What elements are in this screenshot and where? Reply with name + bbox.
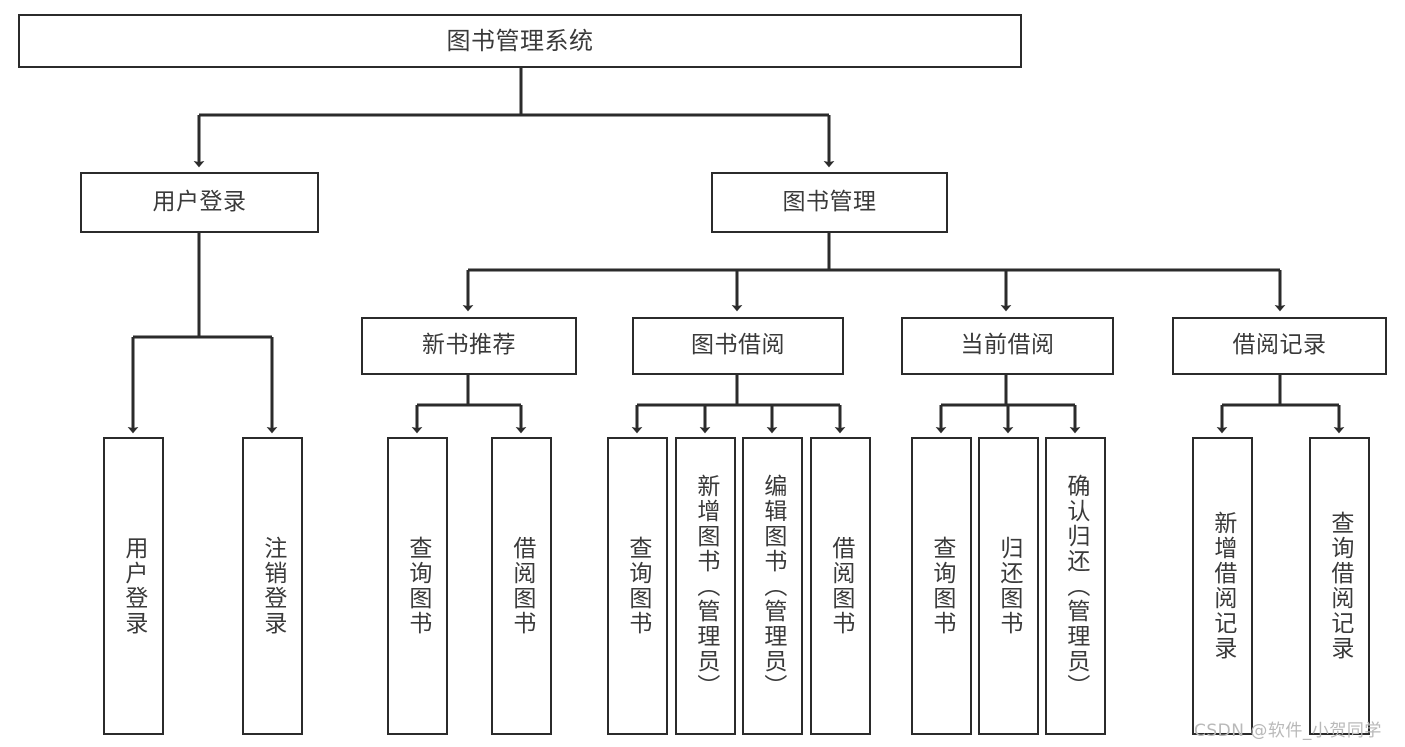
node-user-login[interactable]: 用户登录 — [80, 172, 319, 233]
node-leaf-borrow-book-2[interactable]: 借阅图书 — [810, 437, 871, 735]
node-leaf-add-record-label: 新增借阅记录 — [1209, 511, 1236, 661]
node-leaf-edit-book-label: 编辑图书（管理员） — [759, 473, 786, 699]
node-leaf-return-book[interactable]: 归还图书 — [978, 437, 1039, 735]
node-leaf-logout-login[interactable]: 注销登录 — [242, 437, 303, 735]
node-user-login-label: 用户登录 — [152, 188, 247, 215]
node-leaf-user-login-label: 用户登录 — [120, 536, 147, 636]
node-borrow-record-label: 借阅记录 — [1232, 332, 1327, 359]
node-root-label: 图书管理系统 — [446, 26, 594, 55]
node-leaf-query-book-2-label: 查询图书 — [624, 536, 651, 636]
node-leaf-borrow-book-2-label: 借阅图书 — [827, 536, 854, 636]
node-book-borrow-label: 图书借阅 — [691, 332, 785, 359]
node-leaf-query-book-2[interactable]: 查询图书 — [607, 437, 668, 735]
node-leaf-add-book[interactable]: 新增图书（管理员） — [675, 437, 736, 735]
node-current-borrow-label: 当前借阅 — [960, 332, 1055, 359]
node-book-borrow[interactable]: 图书借阅 — [632, 317, 844, 375]
node-leaf-edit-book[interactable]: 编辑图书（管理员） — [742, 437, 803, 735]
node-leaf-user-login[interactable]: 用户登录 — [103, 437, 164, 735]
node-root[interactable]: 图书管理系统 — [18, 14, 1022, 68]
node-leaf-logout-login-label: 注销登录 — [259, 536, 286, 636]
node-leaf-add-book-label: 新增图书（管理员） — [692, 473, 719, 699]
node-leaf-query-record[interactable]: 查询借阅记录 — [1309, 437, 1370, 735]
csdn-watermark: CSDN @软件_小贺同学 — [1194, 721, 1382, 741]
node-borrow-record[interactable]: 借阅记录 — [1172, 317, 1387, 375]
node-leaf-query-book-1-label: 查询图书 — [404, 536, 431, 636]
node-leaf-query-book-3-label: 查询图书 — [928, 536, 955, 636]
node-book-manage[interactable]: 图书管理 — [711, 172, 948, 233]
node-leaf-query-book-3[interactable]: 查询图书 — [911, 437, 972, 735]
node-new-book-recommend-label: 新书推荐 — [422, 332, 516, 359]
node-leaf-confirm-return[interactable]: 确认归还（管理员） — [1045, 437, 1106, 735]
node-book-manage-label: 图书管理 — [782, 188, 877, 215]
node-leaf-query-book-1[interactable]: 查询图书 — [387, 437, 448, 735]
node-leaf-borrow-book-1-label: 借阅图书 — [508, 536, 535, 636]
node-leaf-return-book-label: 归还图书 — [995, 536, 1022, 636]
node-current-borrow[interactable]: 当前借阅 — [901, 317, 1114, 375]
node-leaf-borrow-book-1[interactable]: 借阅图书 — [491, 437, 552, 735]
node-new-book-recommend[interactable]: 新书推荐 — [361, 317, 577, 375]
node-leaf-add-record[interactable]: 新增借阅记录 — [1192, 437, 1253, 735]
node-leaf-confirm-return-label: 确认归还（管理员） — [1062, 473, 1089, 699]
node-leaf-query-record-label: 查询借阅记录 — [1326, 511, 1353, 661]
